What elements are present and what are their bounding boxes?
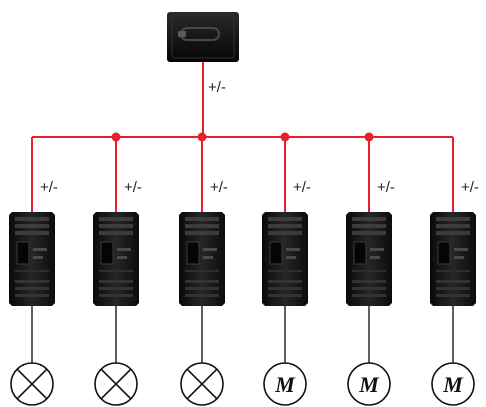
motor-icon: M — [431, 362, 475, 406]
module-branches: +/- +/- +/- +/- M +/- M +/- M — [9, 132, 479, 406]
lamp-icon — [180, 362, 224, 406]
lamp-icon — [10, 362, 54, 406]
motor-label: M — [358, 372, 380, 397]
bus-junction-dot — [280, 132, 290, 142]
module-branch: +/- M — [346, 137, 395, 406]
motor-label: M — [442, 372, 464, 397]
module-supply-label: +/- — [210, 179, 228, 196]
bus-junction-dot — [364, 132, 374, 142]
bus-junction-dot — [111, 132, 121, 142]
lamp-icon — [94, 362, 138, 406]
power-supply-label: +/- — [208, 79, 226, 96]
module-branch: +/- M — [262, 137, 311, 406]
module-supply-label: +/- — [461, 179, 479, 196]
switch-module-icon — [9, 212, 55, 306]
module-branch: +/- M — [430, 137, 479, 406]
motor-label: M — [274, 372, 296, 397]
switch-module-icon — [179, 212, 225, 306]
supply-bus — [32, 62, 453, 138]
module-supply-label: +/- — [40, 179, 58, 196]
module-supply-label: +/- — [293, 179, 311, 196]
power-supply-icon — [167, 12, 239, 62]
switch-module-icon — [93, 212, 139, 306]
module-supply-label: +/- — [124, 179, 142, 196]
module-branch: +/- — [93, 137, 142, 406]
motor-icon: M — [263, 362, 307, 406]
module-branch: +/- — [179, 137, 228, 406]
module-branch: +/- — [9, 137, 58, 406]
power-supply: +/- — [167, 12, 239, 96]
switch-module-icon — [346, 212, 392, 306]
motor-icon: M — [347, 362, 391, 406]
switch-module-icon — [430, 212, 476, 306]
module-supply-label: +/- — [377, 179, 395, 196]
bus-junction-dot — [197, 132, 207, 142]
switch-module-icon — [262, 212, 308, 306]
